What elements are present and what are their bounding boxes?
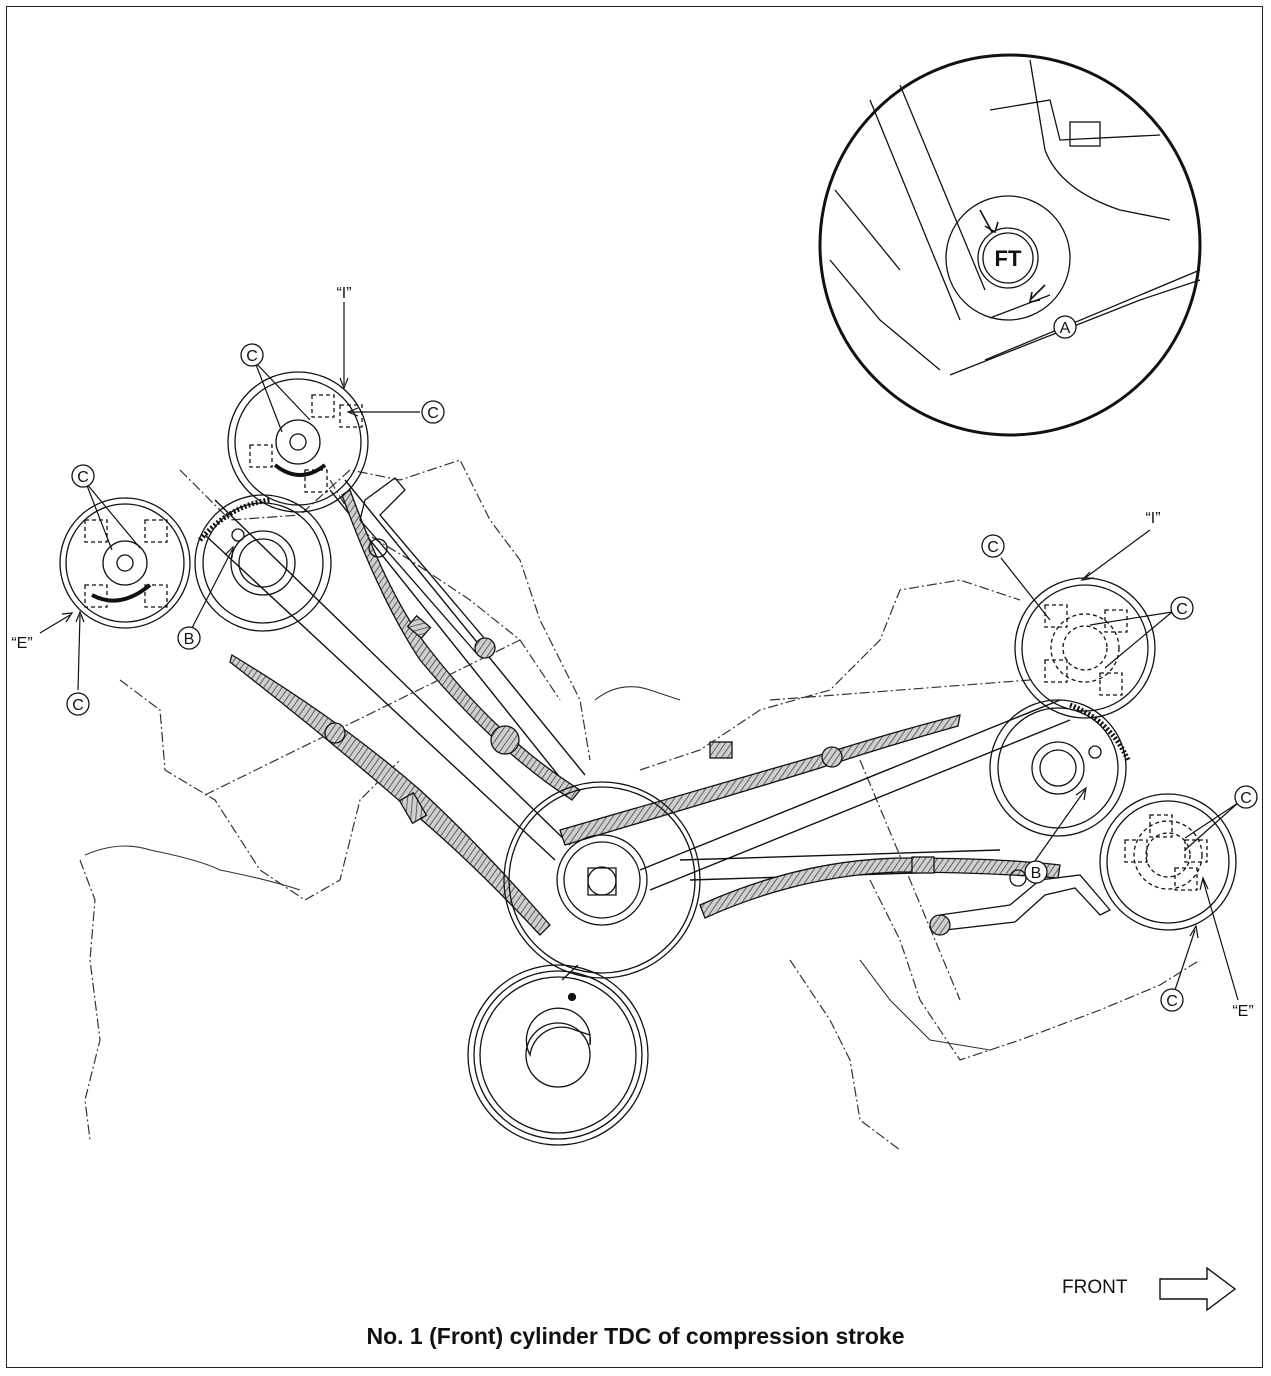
chain-guide-right-lower (699, 857, 1061, 919)
front-label: FRONT (1062, 1277, 1128, 1298)
label-intake-right: “I” (1145, 510, 1160, 527)
timing-chain (204, 479, 1071, 891)
svg-text:C: C (246, 348, 258, 365)
callout-c-left-exhaust-2: C (66, 692, 90, 716)
svg-text:B: B (184, 631, 195, 648)
leader-lines (39, 302, 1239, 1001)
detail-marks-text: FT (995, 246, 1022, 271)
svg-text:C: C (1176, 601, 1188, 618)
callout-c-right-exhaust-1: C (1234, 785, 1258, 809)
svg-text:C: C (987, 539, 999, 556)
camshaft-sprocket-right-exhaust (1099, 793, 1237, 931)
svg-text:C: C (1166, 993, 1178, 1010)
svg-text:C: C (72, 697, 84, 714)
detail-inset (818, 53, 1202, 437)
front-arrow-icon (1159, 1266, 1237, 1312)
svg-text:C: C (427, 405, 439, 422)
label-exhaust-left: “E” (11, 635, 32, 652)
engine-outline-solid (84, 686, 991, 1051)
engine-outline (79, 459, 1201, 1151)
camshaft-sprocket-left-intake (227, 371, 369, 513)
camshaft-sprocket-right-intake (1014, 577, 1156, 719)
label-exhaust-right: “E” (1232, 1003, 1253, 1020)
svg-text:C: C (1240, 790, 1252, 807)
callout-c-right-exhaust-2: C (1160, 988, 1184, 1012)
tensioners (324, 477, 1112, 936)
crankshaft-sprocket (503, 781, 701, 981)
diagram-caption: No. 1 (Front) cylinder TDC of compressio… (366, 1323, 905, 1349)
callout-c-left-intake-1: C (240, 343, 264, 367)
callout-c-right-intake-2: C (1170, 596, 1194, 620)
svg-text:C: C (77, 469, 89, 486)
svg-text:B: B (1031, 865, 1042, 882)
label-intake-left: “I” (336, 285, 351, 302)
callout-b-right: B (1024, 860, 1048, 884)
oil-pump-sprocket (467, 964, 649, 1146)
chain-guide-upper (341, 489, 581, 801)
callout-c-right-intake-1: C (981, 534, 1005, 558)
svg-text:A: A (1060, 320, 1071, 337)
callout-b-left: B (177, 626, 201, 650)
chain-guide-right-upper (559, 714, 961, 846)
idler-sprocket-left (194, 494, 332, 632)
callout-c-left-exhaust-1: C (71, 464, 95, 488)
chain-guide-left (229, 654, 551, 936)
callout-a: A (1053, 315, 1077, 339)
camshaft-sprocket-left-exhaust (59, 497, 191, 629)
callout-c-left-intake-2: C (421, 400, 445, 424)
